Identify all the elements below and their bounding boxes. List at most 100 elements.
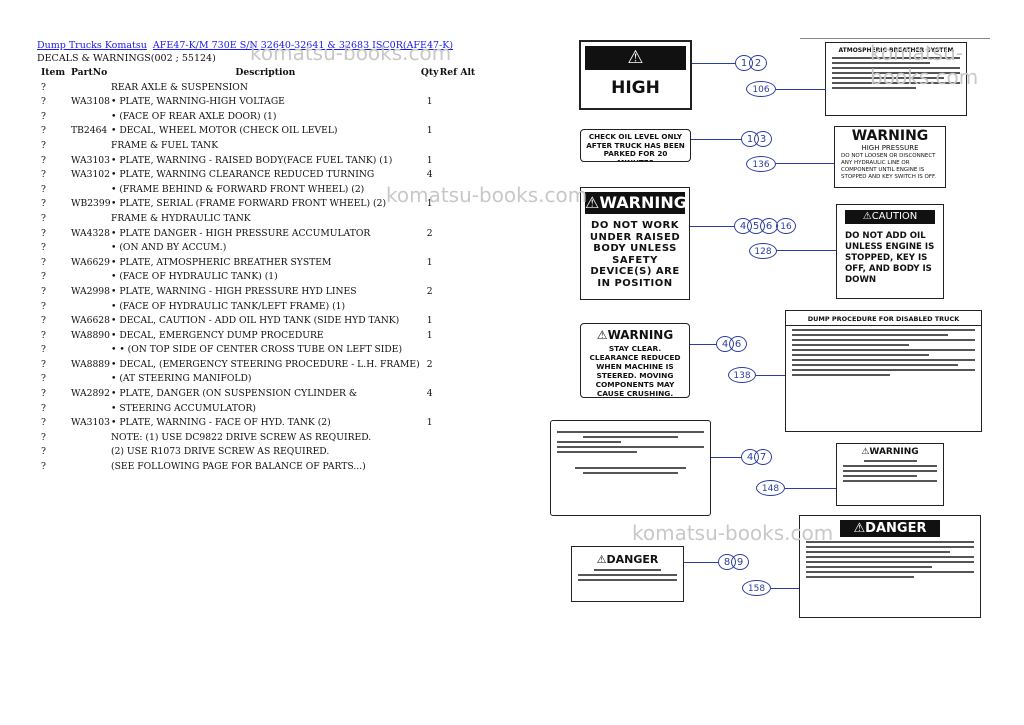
row-item: ? (41, 169, 46, 181)
row-description: • PLATE, SERIAL (FRAME FORWARD FRONT WHE… (111, 198, 387, 210)
row-item: ? (41, 125, 46, 137)
warning-header: WARNING (851, 128, 929, 144)
table-row: ?WA2892• PLATE, DANGER (ON SUSPENSION CY… (37, 387, 480, 402)
header-rule (800, 38, 990, 39)
row-part-no: WA2998 (71, 285, 111, 297)
table-row: ? WA6629• PLATE, ATMOSPHERIC BREATHER SYS… (37, 256, 480, 271)
row-item: ? (41, 300, 46, 312)
parts-table: Item PartNo Description Qty Ref Alt ?REA… (37, 66, 480, 475)
table-row: ?WA6628• DECAL, CAUTION - ADD OIL HYD TA… (37, 314, 480, 329)
row-qty (420, 81, 440, 96)
row-item: ? (41, 373, 46, 385)
row-item: ? (41, 402, 46, 414)
decal-warning-raised-body: ⚠WARNING DO NOT WORK UNDER RAISED BODY U… (580, 187, 690, 300)
row-qty: 1 (426, 329, 433, 341)
row-item: ? (41, 431, 46, 443)
high-pressure-text: DO NOT LOOSEN OR DISCONNECT ANY HYDRAULI… (841, 153, 937, 180)
caution-text: DO NOT ADD OIL UNLESS ENGINE IS STOPPED,… (845, 231, 935, 285)
warning-clearance-text: STAY CLEAR. CLEARANCE REDUCED WHEN MACHI… (589, 344, 681, 398)
row-ref (440, 445, 480, 460)
table-row: ?• STEERING ACCUMULATOR) (37, 402, 480, 417)
row-part-no (71, 110, 111, 125)
row-description: REAR AXLE & SUSPENSION (111, 81, 248, 93)
row-part-no (71, 372, 111, 387)
row-description: • PLATE, ATMOSPHERIC BREATHER SYSTEM (111, 256, 332, 268)
row-item: ? (41, 461, 46, 473)
row-description: • PLATE, WARNING - RAISED BODY(FACE FUEL… (111, 154, 393, 166)
caution-header: ⚠CAUTION (845, 210, 935, 224)
table-row: ?(2) USE R1073 DRIVE SCREW AS REQUIRED. (37, 445, 480, 460)
row-description: • DECAL, WHEEL MOTOR (CHECK OIL LEVEL) (111, 125, 338, 137)
row-description: • (FRAME BEHIND & FORWARD FRONT WHEEL) (… (111, 183, 365, 195)
callout-136: 136 (746, 156, 776, 172)
row-ref (440, 416, 480, 431)
row-item: ? (41, 358, 46, 370)
decal-warning-steering: ⚠WARNING (836, 443, 944, 506)
table-row: ?WA3103• PLATE, WARNING - FACE OF HYD. T… (37, 416, 480, 431)
warning-triangle-icon: ⚠ (853, 521, 866, 536)
decal-warning-clearance: ⚠WARNING STAY CLEAR. CLEARANCE REDUCED W… (580, 323, 690, 398)
row-description: • DECAL, CAUTION - ADD OIL HYD TANK (SID… (111, 315, 400, 327)
leader-line (711, 457, 741, 458)
row-qty (420, 372, 440, 387)
section-title: DECALS & WARNINGS(002 ; 55124) (37, 53, 216, 64)
decal-danger-high-voltage: ⚠ DANGER HIGH VOLTAGE (579, 40, 692, 110)
leader-line (690, 226, 734, 227)
callout-3: 3 (754, 131, 772, 147)
row-qty (420, 110, 440, 125)
decal-atmospheric-breather: ATMOSPHERIC BREATHER SYSTEM (825, 42, 967, 116)
danger-body: HIGH VOLTAGE (593, 78, 677, 108)
breadcrumb-link-model[interactable]: AFE47-K/M 730E S/N 32640-32641 & 32683 I… (152, 40, 454, 51)
callout-138: 138 (728, 367, 756, 383)
row-ref (440, 314, 480, 329)
row-part-no: WA2892 (71, 388, 111, 400)
row-qty (420, 241, 440, 256)
row-item: ? (41, 212, 46, 224)
header-ref: Ref (439, 67, 458, 78)
row-part-no: WA3103 (71, 154, 111, 166)
row-part-no (71, 270, 111, 285)
warning-triangle-icon: ⚠ (861, 447, 870, 457)
row-part-no: WA6629 (71, 256, 111, 268)
leader-line (785, 488, 836, 489)
breadcrumb-link-dump-trucks[interactable]: Dump Trucks Komatsu (37, 40, 147, 51)
row-description: FRAME & FUEL TANK (111, 139, 219, 151)
row-item: ? (41, 154, 46, 166)
row-description: • DECAL, EMERGENCY DUMP PROCEDURE (111, 329, 324, 341)
row-item: ? (41, 256, 46, 268)
row-item: ? (41, 227, 46, 239)
row-part-no (71, 212, 111, 227)
callout-128: 128 (749, 243, 777, 259)
warning-triangle-icon: ⚠ (585, 193, 600, 212)
high-pressure-sub: HIGH PRESSURE (861, 144, 919, 152)
table-row: ? FRAME & HYDRAULIC TANK (37, 212, 480, 227)
row-description: FRAME & HYDRAULIC TANK (111, 212, 251, 224)
check-oil-text: CHECK OIL LEVEL ONLY AFTER TRUCK HAS BEE… (586, 132, 685, 162)
row-ref (440, 460, 480, 475)
row-ref (440, 402, 480, 417)
callout-6: 6 (729, 336, 747, 352)
row-description: • (ON AND BY ACCUM.) (111, 242, 227, 254)
row-qty: 1 (426, 315, 433, 327)
atmos-header: ATMOSPHERIC BREATHER SYSTEM (838, 47, 954, 54)
row-ref (440, 387, 480, 402)
leader-line (756, 375, 785, 376)
row-ref (440, 110, 480, 125)
row-qty (420, 445, 440, 460)
table-row: ?• (AT STEERING MANIFOLD) (37, 372, 480, 387)
row-item: ? (41, 271, 46, 283)
table-row: ? FRAME & FUEL TANK (37, 139, 480, 154)
row-part-no (71, 300, 111, 315)
table-row: ?WA8890• DECAL, EMERGENCY DUMP PROCEDURE… (37, 329, 480, 344)
table-row: ?WA2998• PLATE, WARNING - HIGH PRESSURE … (37, 285, 480, 300)
row-item: ? (41, 139, 46, 151)
row-ref (440, 285, 480, 300)
row-item: ? (41, 110, 46, 122)
row-description: (2) USE R1073 DRIVE SCREW AS REQUIRED. (111, 446, 330, 458)
row-part-no: WA8889 (71, 358, 111, 370)
callout-158: 158 (742, 580, 771, 596)
row-description: • PLATE, WARNING - HIGH PRESSURE HYD LIN… (111, 285, 357, 297)
header-alt: Alt (460, 67, 476, 78)
row-qty (420, 139, 440, 154)
row-qty (420, 343, 440, 358)
